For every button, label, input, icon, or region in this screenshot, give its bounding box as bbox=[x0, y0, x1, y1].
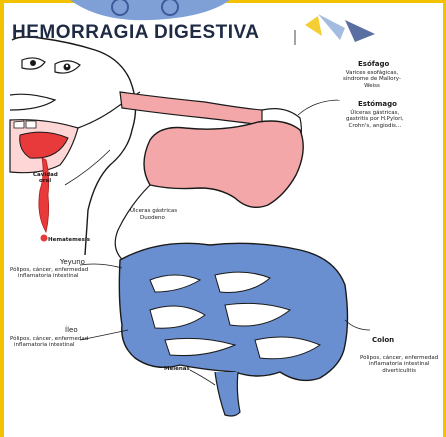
label-yeyuno: Yeyuno bbox=[60, 258, 85, 266]
pointer-cavidad bbox=[65, 150, 110, 185]
label-estomago: Estómago bbox=[358, 100, 397, 108]
rectum bbox=[215, 372, 240, 416]
pointer-melenas bbox=[190, 370, 215, 385]
nose-outline bbox=[10, 94, 55, 110]
decor-shape-2 bbox=[345, 20, 375, 42]
label-colon-desc: Pólipos, cáncer, enfermedad inflamatoria… bbox=[360, 355, 438, 374]
page-title: HEMORRAGIA DIGESTIVA bbox=[12, 22, 260, 44]
label-colon: Colon bbox=[372, 336, 394, 344]
label-cavidad-oral: Cavidad oral bbox=[33, 172, 58, 185]
label-estomago-desc: Úlceras gástricas, gastritis por H.Pylor… bbox=[346, 110, 404, 129]
pointer-colon bbox=[345, 320, 370, 330]
label-ileo-desc: Pólipos, cáncer, enfermedad inflamatoria… bbox=[10, 336, 88, 349]
decor-shape-3 bbox=[305, 16, 322, 36]
pointer-estomago bbox=[298, 100, 340, 115]
eye-left-pupil bbox=[30, 60, 36, 66]
label-duodeno-desc: Úlceras gástricas bbox=[130, 208, 177, 214]
label-melenas: Melenas bbox=[164, 366, 190, 372]
stomach bbox=[144, 121, 303, 207]
label-ileo: Íleo bbox=[65, 326, 78, 334]
esophagus bbox=[120, 92, 262, 125]
label-hematemesis: Hematemesis bbox=[48, 237, 90, 243]
decor-shape-1 bbox=[318, 14, 345, 40]
blood-drop bbox=[41, 235, 48, 242]
label-duodeno: Duodeno bbox=[140, 215, 165, 221]
label-esofago-desc: Varices esofágicas, síndrome de Mallory-… bbox=[343, 70, 401, 89]
title-banner bbox=[70, 0, 230, 20]
eye-right-glint bbox=[66, 65, 68, 67]
label-esofago: Esófago bbox=[358, 60, 389, 68]
label-yeyuno-desc: Pólipos, cáncer, enfermedad inflamatoria… bbox=[10, 267, 88, 280]
